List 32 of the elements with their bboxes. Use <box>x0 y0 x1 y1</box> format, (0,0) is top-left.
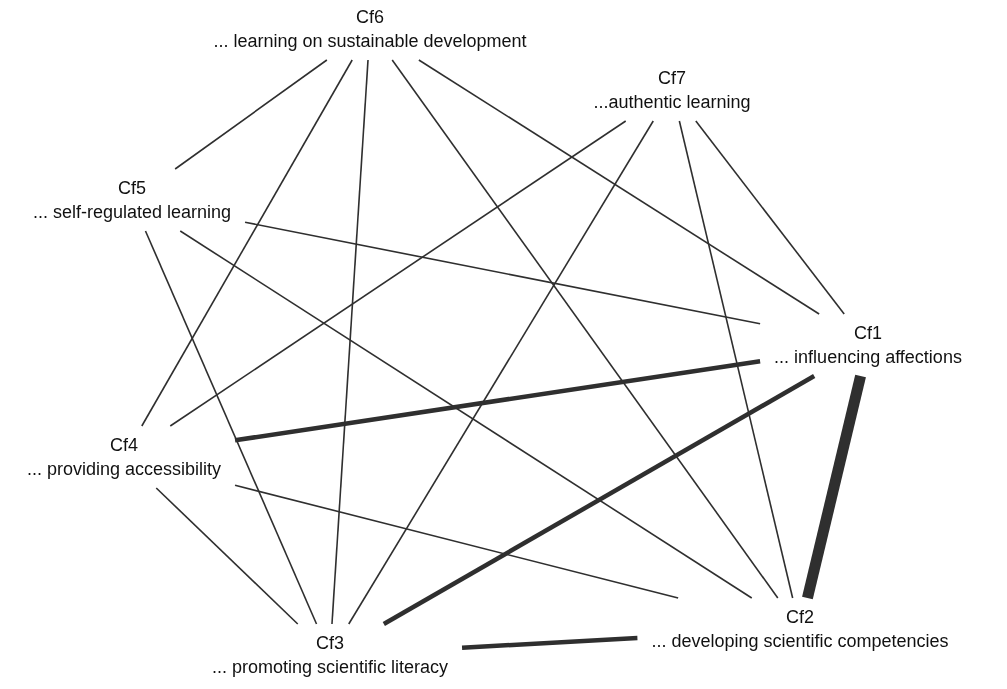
connector-line <box>382 374 816 626</box>
connector-line <box>347 120 655 625</box>
node-code: Cf6 <box>356 6 384 28</box>
connector-line <box>169 120 627 427</box>
node-label: ... learning on sustainable development <box>213 30 527 52</box>
connector-line <box>141 59 353 427</box>
node-code: Cf1 <box>854 322 882 344</box>
connector-line <box>695 120 845 315</box>
node-label: ... promoting scientific literacy <box>211 656 449 678</box>
node-code: Cf2 <box>786 606 814 628</box>
node-label: ... developing scientific competencies <box>651 630 949 652</box>
node-label: ...authentic learning <box>593 91 751 113</box>
connector-line <box>155 487 299 625</box>
node-code: Cf3 <box>316 632 344 654</box>
connector-line <box>174 59 328 170</box>
connector-line <box>331 59 369 625</box>
node-code: Cf5 <box>118 177 146 199</box>
connector-line <box>802 374 866 600</box>
connector-line <box>234 484 679 599</box>
node-label: ... providing accessibility <box>26 458 222 480</box>
connector-line <box>144 230 318 625</box>
node-code: Cf4 <box>110 434 138 456</box>
node-code: Cf7 <box>658 67 686 89</box>
node-label: ... self-regulated learning <box>32 201 232 223</box>
connector-line <box>391 59 779 599</box>
connector-line <box>418 59 820 315</box>
connector-line <box>234 359 761 443</box>
connector-line <box>244 221 761 325</box>
connector-line <box>461 635 638 650</box>
connector-line <box>678 120 794 599</box>
connector-line <box>179 230 753 599</box>
node-label: ... influencing affections <box>774 346 962 368</box>
